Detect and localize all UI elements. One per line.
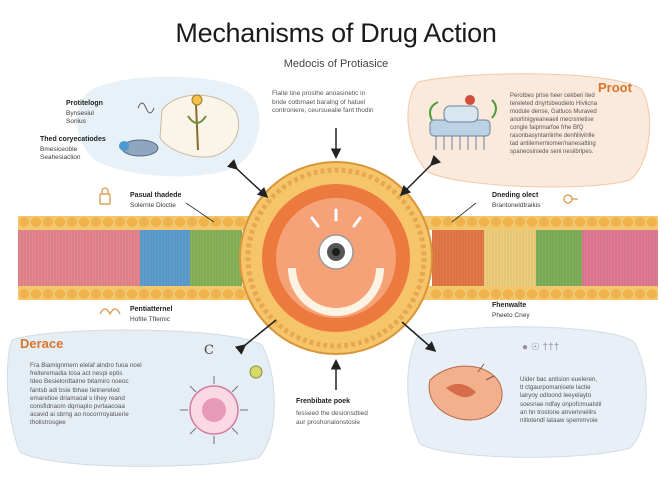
pointer-left-label [185,202,215,223]
membrane-bead-row-top [19,217,657,227]
lock-pictogram-icon [99,187,111,205]
bottom-right-glyphs: ● ☉ ††† [522,342,560,353]
membrane-left-title: Pasual thadede [130,192,182,199]
arrow-bottom-right [401,321,437,352]
top-center-description: Flaite tine prosthe anoasinetic in bride… [272,90,374,114]
label-protitelogn: Protitelogn [66,100,103,107]
svg-text:C: C [204,343,214,358]
page-subtitle: Medocis of Protiasice [283,58,389,70]
organ-illustration [428,363,503,421]
arrow-bottom-left [234,319,277,355]
cell-crescent [288,268,384,316]
below-right-title: Fhenwalte [492,302,527,309]
page-title: Mechanisms of Drug Action [175,18,497,48]
label-protitelogn-sub: Bynsesiul Soriius [66,110,94,125]
channel-illustration [429,95,497,150]
panel-tag-derace: Derace [20,336,64,351]
bottom-center-title: Frenbibate poek [296,398,351,405]
receptor-illustration [119,94,239,158]
cell-rays [310,208,362,228]
arrow-top-left [226,159,269,199]
membrane-bead-row-bottom [19,289,657,299]
membrane-right-sub: Brantoneldtraikis [492,202,541,209]
membrane-left-sub: Solernte Dloctie [130,202,176,209]
pathogen-illustration: C [180,343,263,444]
label-thed-sub: Bmesiceoble Seahesiaclion [40,146,81,161]
bottom-right-description: Uider bac antision eueleren, tt ctgaurpo… [520,376,602,425]
membrane-right-title: Dneding olect [492,192,539,199]
pointer-right-label [451,202,477,223]
below-right-sub: Pheeto Cney [492,312,530,319]
label-thed-coryecatiodes: Thed coryecatiodes [40,136,106,143]
key-pictogram-icon [563,194,578,204]
top-right-description: Perotbes prise heer cekberi ited terelet… [510,93,598,155]
arrow-top-right [399,154,442,197]
panel-tag-proot: Proot [598,80,632,95]
lotus-pictogram-icon [99,308,121,316]
bottom-left-description: Fra Biamignmem elelaf alndro fuoa noel f… [30,362,142,427]
bottom-center-description: fesseed the desionsdtied aur proshonalon… [296,410,368,426]
below-left-sub: Hofite Tftemic [130,316,170,323]
bottom-right-wash [407,326,647,458]
below-left-title: Pentiatternel [130,306,173,313]
